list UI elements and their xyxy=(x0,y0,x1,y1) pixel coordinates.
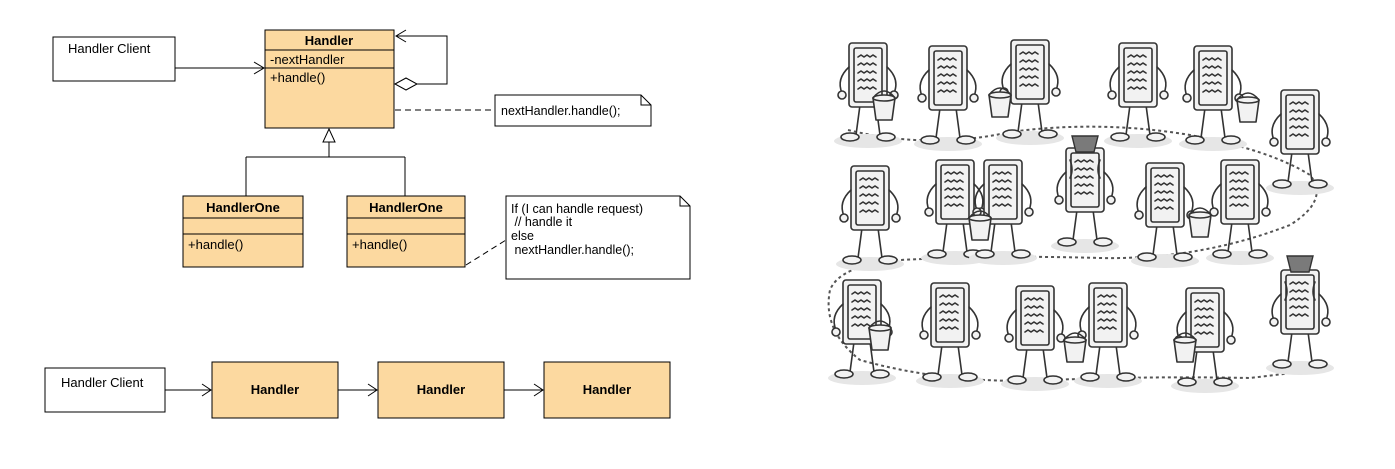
chain-client-label: Handler Client xyxy=(61,375,144,390)
bucket-icon xyxy=(1173,332,1197,363)
subclass-note-line-2: // handle it xyxy=(511,215,573,229)
chain-handler-1: Handler xyxy=(211,361,339,419)
handler-client-label: Handler Client xyxy=(68,41,151,56)
doc-character xyxy=(1265,89,1335,196)
bucket-icon xyxy=(1236,92,1260,123)
doc-character xyxy=(1205,159,1275,266)
subclass-note-line-4: nextHandler.handle(); xyxy=(511,243,634,257)
chain-diagram: Handler Client Handler Handler Handler xyxy=(44,361,671,419)
doc-character xyxy=(1073,282,1143,389)
handler-one-left-method: +handle() xyxy=(188,237,243,252)
doc-character xyxy=(968,159,1038,266)
doc-character xyxy=(913,45,983,152)
client-to-handler-arrow xyxy=(175,61,265,75)
subclass-note-line-1: If (I can handle request) xyxy=(511,202,643,216)
handler-one-class-right: HandlerOne +handle() xyxy=(346,195,466,268)
chain-arrow-3 xyxy=(504,383,544,397)
handler-class-name: Handler xyxy=(305,33,353,48)
bucket-icon xyxy=(1063,332,1087,363)
bucket-icon xyxy=(988,87,1012,118)
bucket-icon xyxy=(872,90,896,121)
handler-method: +handle() xyxy=(270,70,325,85)
chain-handler-3: Handler xyxy=(543,361,671,419)
handler-one-right-method: +handle() xyxy=(352,237,407,252)
doc-character xyxy=(915,282,985,389)
bucket-icon xyxy=(868,320,892,351)
subclass-note-link xyxy=(465,239,507,266)
uml-class-diagram: Handler Client Handler -nextHandler +han… xyxy=(52,29,691,280)
chain-handler-2-label: Handler xyxy=(417,382,465,397)
handler-field: -nextHandler xyxy=(270,52,345,67)
doc-character xyxy=(835,165,905,272)
handler-note-text: nextHandler.handle(); xyxy=(501,104,621,118)
handler-class: Handler -nextHandler +handle() xyxy=(264,29,395,129)
inheritance-arrow xyxy=(245,127,406,196)
chain-handler-1-label: Handler xyxy=(251,382,299,397)
soaked-doc-character xyxy=(1265,255,1335,376)
chain-handler-3-label: Handler xyxy=(583,382,631,397)
chain-handler-2: Handler xyxy=(377,361,505,419)
bucket-icon xyxy=(1188,207,1212,238)
handler-one-right-name: HandlerOne xyxy=(369,200,443,215)
subclass-note: If (I can handle request) // handle it e… xyxy=(505,195,691,280)
soaked-doc-character xyxy=(1050,135,1120,254)
handler-one-class-left: HandlerOne +handle() xyxy=(182,195,304,268)
doc-character xyxy=(1103,42,1173,149)
chain-client-box: Handler Client xyxy=(44,367,166,413)
subclass-note-line-3: else xyxy=(511,229,534,243)
bucket-icon xyxy=(968,210,992,241)
chain-arrow-2 xyxy=(338,383,378,397)
handler-note: nextHandler.handle(); xyxy=(494,94,652,127)
handler-one-left-name: HandlerOne xyxy=(206,200,280,215)
chain-arrow-1 xyxy=(165,383,212,397)
self-aggregation-link xyxy=(393,29,448,91)
bucket-brigade-illustration xyxy=(827,39,1335,394)
chain-links-row-1 xyxy=(827,125,1318,382)
doc-character xyxy=(1000,285,1070,392)
handler-client-box: Handler Client xyxy=(52,36,176,82)
